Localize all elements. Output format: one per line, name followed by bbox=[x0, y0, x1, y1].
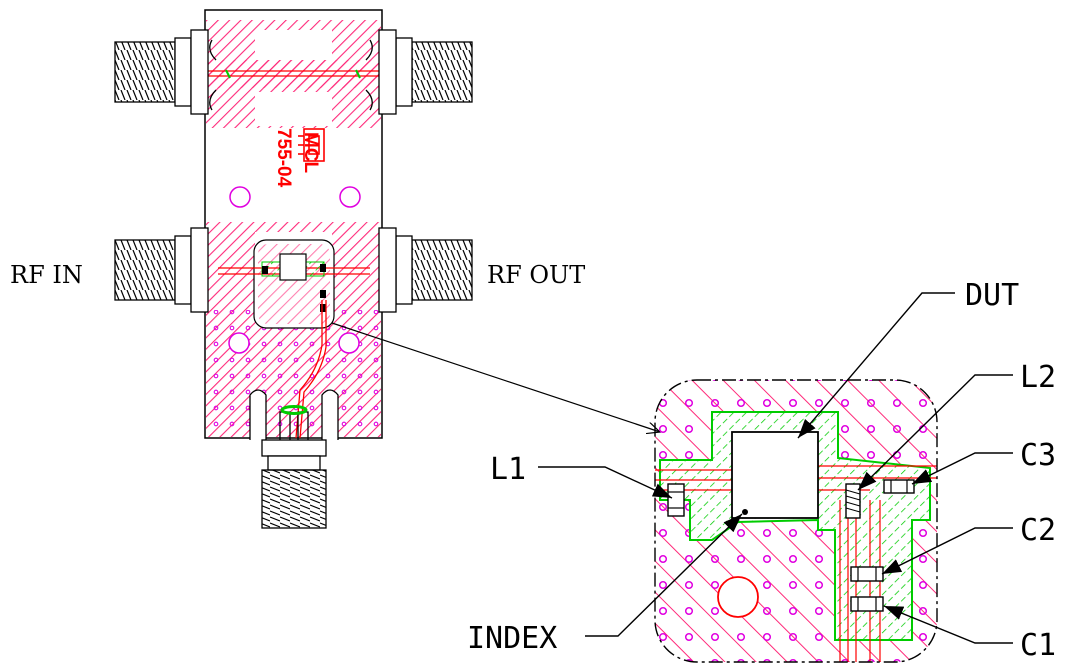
component-c1 bbox=[850, 596, 884, 612]
component-c3 bbox=[883, 479, 915, 494]
sma-connector-top-left bbox=[114, 29, 209, 115]
label-l1: L1 bbox=[490, 452, 526, 487]
component-c2 bbox=[850, 566, 884, 582]
mounting-hole bbox=[339, 186, 361, 208]
callout-dut-leader bbox=[797, 292, 955, 439]
package-outline-symbol bbox=[298, 128, 325, 162]
callout-c2-leader bbox=[881, 527, 1013, 575]
through-line-section bbox=[206, 20, 381, 128]
label-c3: C3 bbox=[1020, 438, 1056, 473]
label-c2: C2 bbox=[1020, 513, 1056, 548]
callout-l1-leader bbox=[538, 466, 673, 499]
marking-part-number: 755-04 bbox=[273, 128, 294, 188]
component-l2 bbox=[845, 483, 861, 519]
component-l1 bbox=[667, 483, 685, 517]
mounting-hole bbox=[229, 186, 251, 208]
sma-connector-rf-out bbox=[378, 227, 473, 313]
callout-c1-leader bbox=[883, 605, 1013, 644]
sma-connector-rf-in bbox=[114, 227, 209, 313]
detail-outline bbox=[654, 379, 938, 663]
dut-body bbox=[731, 431, 819, 519]
callout-c3-leader bbox=[911, 452, 1013, 485]
rf-out-label: RF OUT bbox=[487, 261, 585, 289]
callout-l2-leader bbox=[857, 374, 1013, 491]
detail-view bbox=[654, 379, 938, 663]
label-c1: C1 bbox=[1020, 628, 1056, 663]
label-l2: L2 bbox=[1020, 360, 1056, 395]
label-index: INDEX bbox=[467, 621, 557, 656]
dut-package bbox=[279, 253, 307, 281]
marking-mcl: MCL bbox=[300, 132, 321, 174]
board-marking: MCL 755-04 bbox=[273, 128, 325, 188]
via-hole-large bbox=[717, 576, 759, 618]
index-dot bbox=[742, 509, 748, 515]
callout-index-leader bbox=[585, 513, 743, 637]
detail-pointer-arrow bbox=[331, 322, 660, 432]
sma-connector-top-right bbox=[378, 29, 473, 115]
test-board: MCL 755-04 bbox=[10, 9, 585, 529]
sma-connector-bottom bbox=[261, 439, 327, 529]
label-dut: DUT bbox=[965, 278, 1019, 313]
dut-section bbox=[206, 222, 381, 440]
rf-in-label: RF IN bbox=[10, 261, 83, 289]
callouts bbox=[538, 292, 1013, 644]
